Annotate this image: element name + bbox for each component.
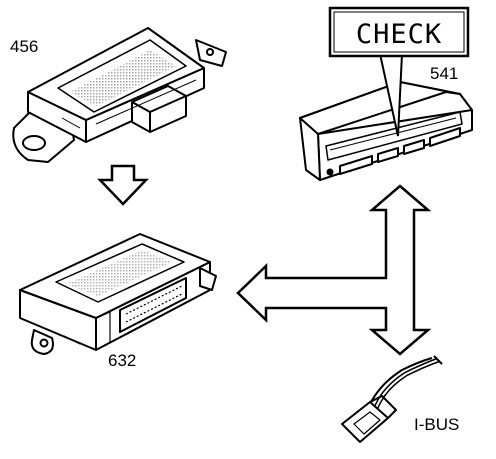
module-632-label: 632	[108, 351, 136, 370]
module-456-label: 456	[10, 37, 38, 56]
ibus-connector-icon	[341, 355, 443, 443]
display-541-label: 541	[430, 64, 458, 83]
check-callout-box	[328, 6, 470, 58]
arrow-down-456-to-632	[97, 164, 149, 206]
module-456-icon	[12, 27, 227, 163]
ibus-label: I-BUS	[414, 415, 459, 434]
module-632-icon	[19, 233, 217, 355]
callout-pointer	[379, 53, 403, 137]
arrow-bidirectional-junction	[236, 184, 432, 356]
display-541-icon	[299, 81, 473, 181]
check-callout-text: CHECK	[356, 19, 442, 50]
